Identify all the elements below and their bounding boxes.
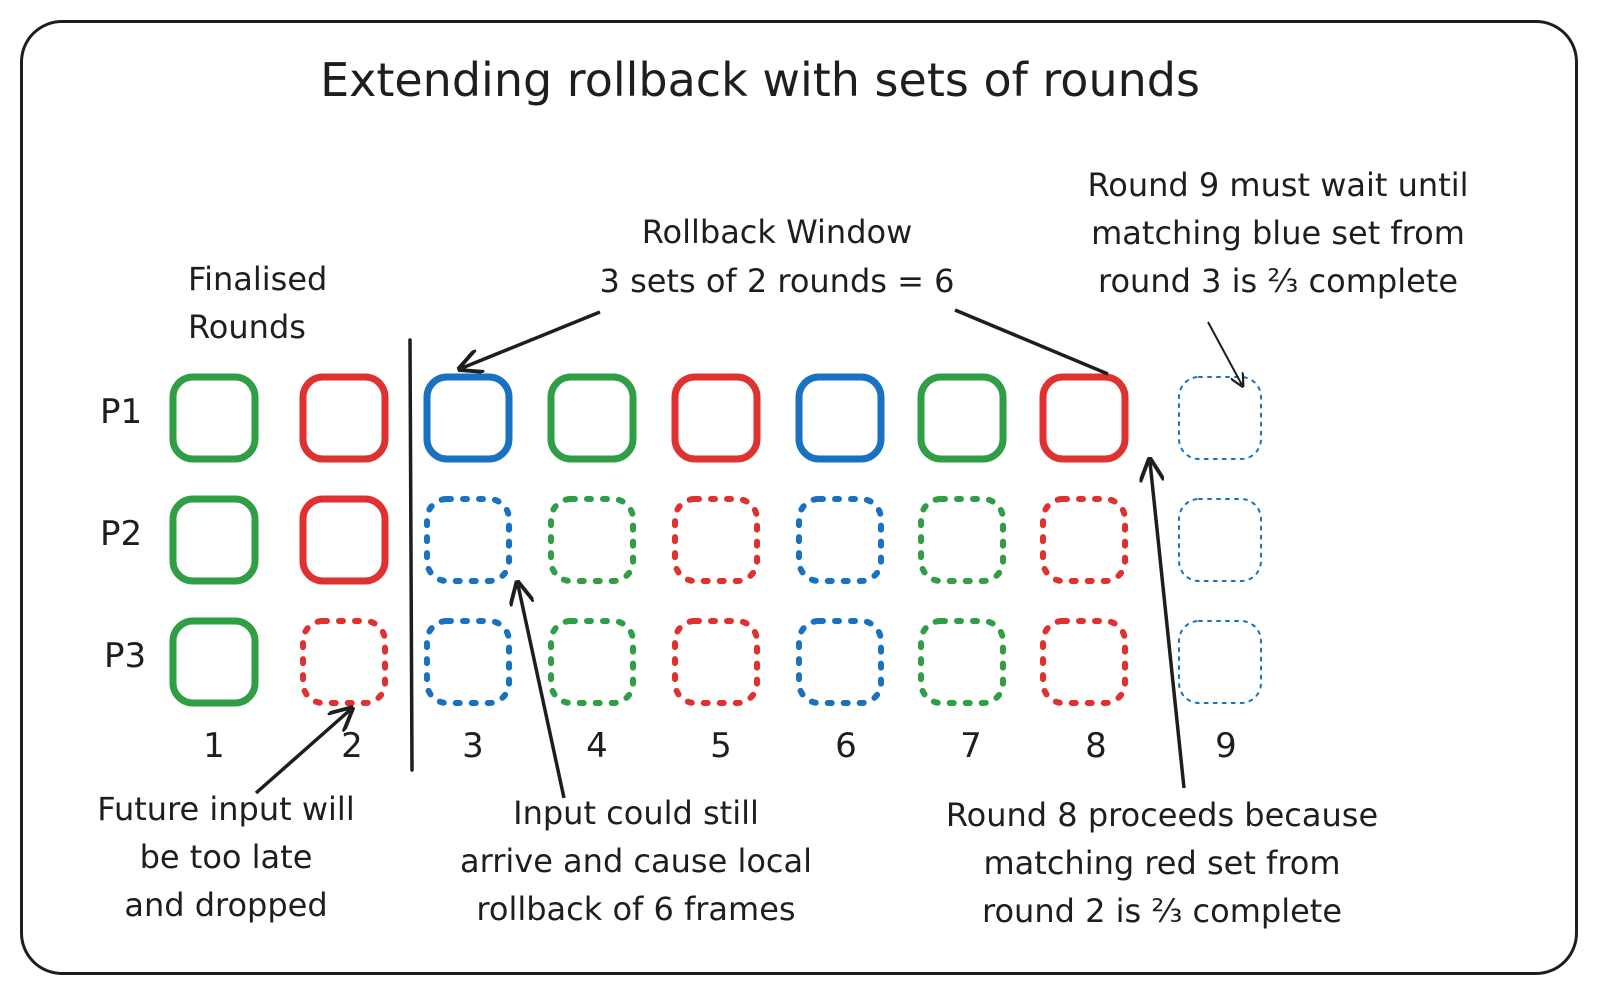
round-number-7: 7 <box>960 726 982 766</box>
future-input-arrow <box>254 710 350 795</box>
round8-note-line2: matching red set from <box>983 844 1340 882</box>
cell-p3-round-8-dotted <box>1040 618 1128 706</box>
round8-note-line1: Round 8 proceeds because <box>946 796 1378 834</box>
rollback-window-left-arrow <box>462 310 601 368</box>
round9-note-line1: Round 9 must wait until <box>1087 166 1468 204</box>
diagram-frame <box>20 20 1578 975</box>
cell-p3-round-9-empty <box>1178 620 1262 704</box>
row-label-p3: P3 <box>104 636 146 676</box>
future-input-note-line3: and dropped <box>124 886 327 924</box>
cell-p3-round-3-dotted <box>424 618 512 706</box>
round-number-1: 1 <box>203 726 225 766</box>
cell-p2-round-1-solid <box>169 495 259 585</box>
finalised-label-line2: Rounds <box>188 308 306 346</box>
cell-p2-round-4-dotted <box>548 496 636 584</box>
cell-p3-round-6-dotted <box>796 618 884 706</box>
round9-note-line2: matching blue set from <box>1091 214 1465 252</box>
cell-p2-round-5-dotted <box>672 496 760 584</box>
input-could-note-line2: arrive and cause local <box>460 842 812 880</box>
cell-p2-round-3-dotted <box>424 496 512 584</box>
cell-p1-round-4-solid <box>547 373 637 463</box>
input-could-note-line3: rollback of 6 frames <box>476 890 795 928</box>
round-number-5: 5 <box>710 726 732 766</box>
rollback-window-right-line <box>954 308 1109 376</box>
input-could-note-line1: Input could still <box>513 794 759 832</box>
cell-p1-round-6-solid <box>795 373 885 463</box>
round8-arrow <box>1150 462 1186 789</box>
round-number-3: 3 <box>462 726 484 766</box>
cell-p1-round-5-solid <box>671 373 761 463</box>
cell-p3-round-4-dotted <box>548 618 636 706</box>
row-label-p1: P1 <box>100 392 142 432</box>
rollback-window-subtitle: 3 sets of 2 rounds = 6 <box>600 262 955 300</box>
cell-p3-round-1-solid <box>169 617 259 707</box>
cell-p3-round-2-dotted <box>300 618 388 706</box>
round-grid <box>169 373 1262 707</box>
cell-p3-round-7-dotted <box>918 618 1006 706</box>
cell-p1-round-8-solid <box>1039 373 1129 463</box>
round9-arrow <box>1207 321 1242 385</box>
round-number-2: 2 <box>341 726 363 766</box>
future-input-note-line2: be too late <box>140 838 313 876</box>
rollback-window-title: Rollback Window <box>642 213 913 251</box>
cell-p2-round-8-dotted <box>1040 496 1128 584</box>
cell-p1-round-9-empty <box>1178 376 1262 460</box>
round-numbers: 1 2 3 4 5 6 7 8 9 <box>203 726 1237 766</box>
round-number-4: 4 <box>586 726 608 766</box>
cell-p2-round-9-empty <box>1178 498 1262 582</box>
cell-p1-round-3-solid <box>423 373 513 463</box>
cell-p2-round-7-dotted <box>918 496 1006 584</box>
diagram-title: Extending rollback with sets of rounds <box>320 53 1200 107</box>
future-input-note-line1: Future input will <box>97 790 354 828</box>
cell-p1-round-1-solid <box>169 373 259 463</box>
finalised-label-line1: Finalised <box>188 260 327 298</box>
round-number-9: 9 <box>1215 726 1237 766</box>
cell-p1-round-2-solid <box>299 373 389 463</box>
input-could-arrow <box>518 585 566 799</box>
row-label-p2: P2 <box>100 514 142 554</box>
cell-p2-round-6-dotted <box>796 496 884 584</box>
cell-p2-round-2-solid <box>299 495 389 585</box>
finalised-divider <box>408 338 414 772</box>
round8-note-line3: round 2 is ⅔ complete <box>982 892 1342 930</box>
cell-p3-round-5-dotted <box>672 618 760 706</box>
round-number-6: 6 <box>835 726 857 766</box>
cell-p1-round-7-solid <box>917 373 1007 463</box>
round-number-8: 8 <box>1085 726 1107 766</box>
round9-note-line3: round 3 is ⅔ complete <box>1098 262 1458 300</box>
